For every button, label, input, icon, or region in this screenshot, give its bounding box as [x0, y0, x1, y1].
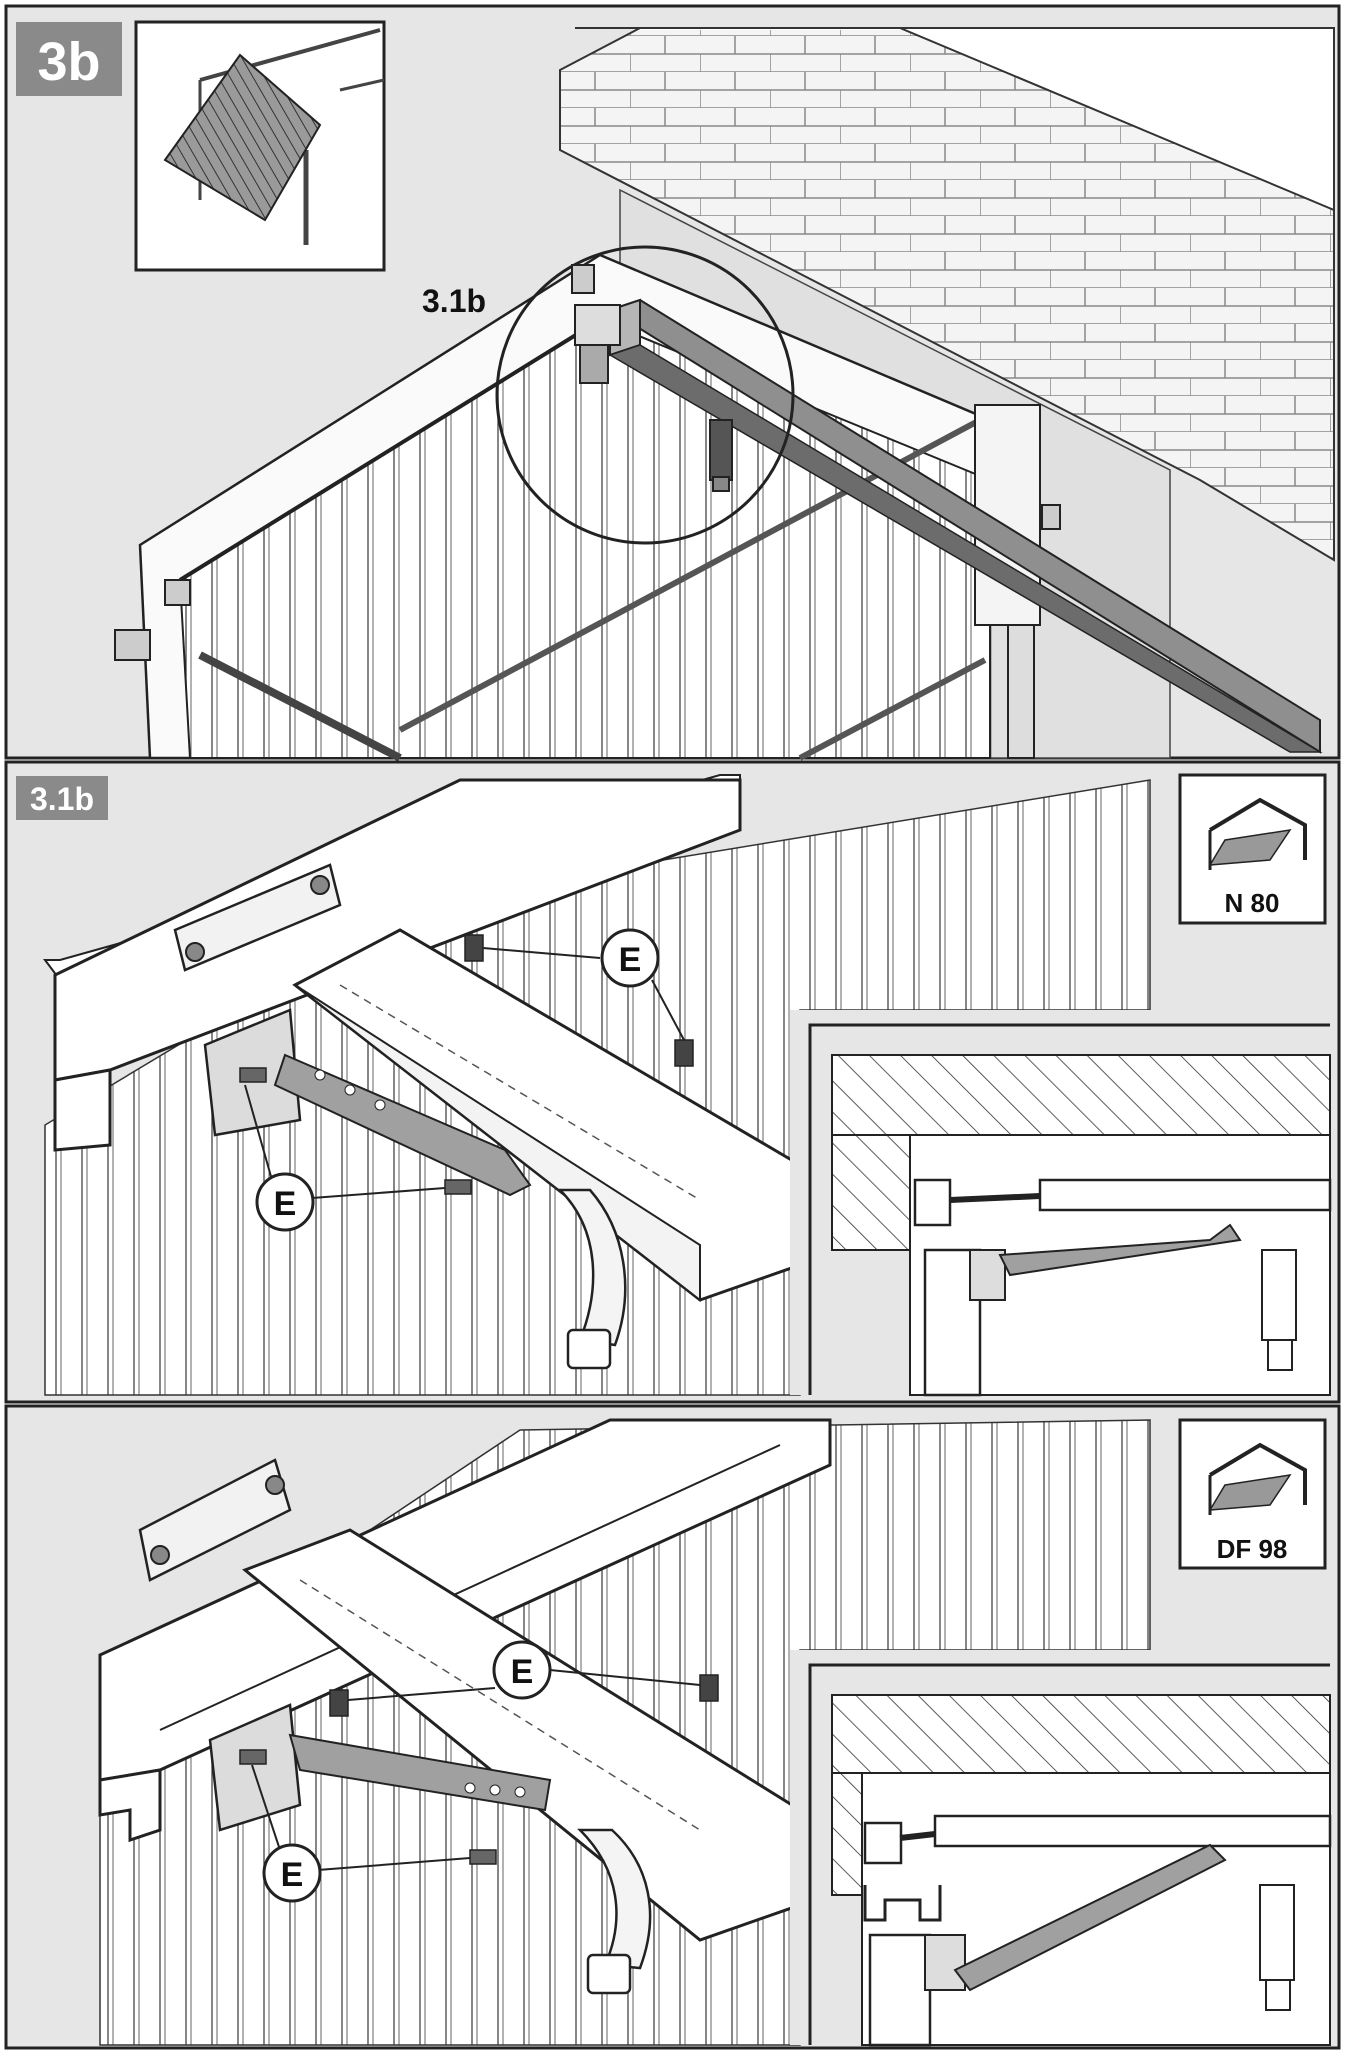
callout-e-bottom: E [251, 1764, 471, 1903]
callout-e-label: E [274, 1185, 297, 1223]
fasteners [239, 1674, 719, 1865]
profile-box-n80: N 80 [1178, 773, 1327, 925]
connecting-arm [288, 1733, 552, 1812]
profile-box-df98: DF 98 [1178, 1418, 1327, 1570]
sub-step-badge: 3.1b [16, 776, 108, 820]
detail-reference-label: 3.1b [422, 283, 486, 319]
wall-bracket [138, 1458, 302, 1832]
sub-step-badge-text: 3.1b [30, 781, 94, 817]
emergency-release-handle [556, 1188, 627, 1370]
callout-e-label: E [619, 941, 642, 979]
panel-middle: E E N 80 [4, 760, 1341, 1404]
callout-e-label: E [511, 1653, 534, 1691]
callout-e-bottom: E [244, 1084, 446, 1232]
panel-bottom: E E [4, 1404, 1341, 2050]
step-badge-text: 3b [37, 32, 100, 92]
connecting-arm [273, 1053, 532, 1197]
emergency-release-handle [576, 1828, 652, 1995]
cross-section-inset [790, 1010, 1332, 1397]
profile-label: N 80 [1225, 888, 1280, 918]
thumbnail-door-open [134, 20, 386, 272]
operator-rail [607, 298, 1323, 754]
callout-e-top: E [482, 928, 685, 1041]
panel-top: 3b 3.1b [4, 4, 1341, 762]
cross-section-inset [790, 1650, 1332, 2047]
callout-e-top: E [347, 1640, 701, 1701]
detail-zoom-circle [495, 245, 795, 545]
callout-e-label: E [281, 1856, 304, 1894]
profile-label: DF 98 [1217, 1534, 1288, 1564]
step-badge: 3b [16, 22, 122, 96]
